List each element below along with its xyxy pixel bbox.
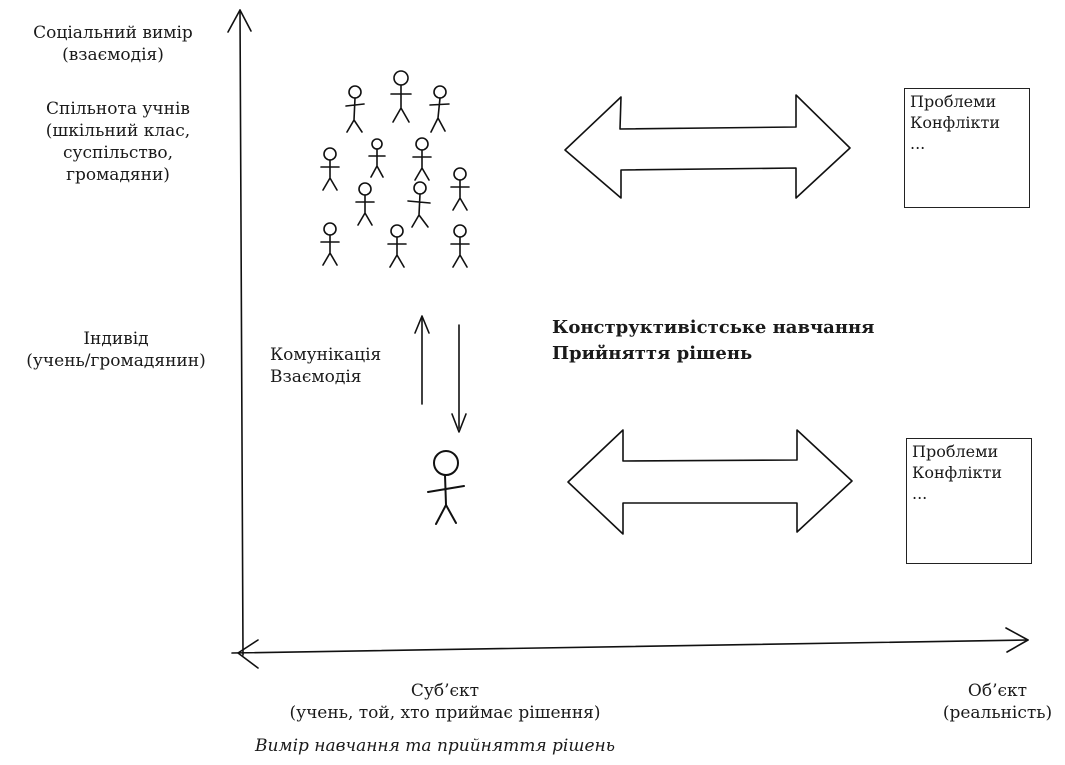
top-box-line1: Проблеми bbox=[910, 92, 997, 111]
subject-label-line2: (учень, той, хто приймає рішення) bbox=[289, 703, 601, 723]
community-label-line2: (шкільний клас, bbox=[45, 121, 191, 141]
up-arrow-head bbox=[414, 315, 430, 334]
top-box-line3: ... bbox=[910, 134, 926, 153]
figure-caption: Вимір навчання та прийняття рішень bbox=[255, 736, 615, 756]
communication-label-line1: Комунікація bbox=[270, 345, 382, 365]
communication-label-line2: Взаємодія bbox=[270, 367, 362, 387]
individual-figure-icon bbox=[427, 450, 465, 525]
communication-label: Комунікація Взаємодія bbox=[270, 344, 381, 388]
top-double-arrow bbox=[564, 94, 851, 199]
x-axis bbox=[231, 639, 1029, 654]
object-label-line1: Об’єкт bbox=[967, 681, 1028, 701]
y-axis bbox=[239, 9, 244, 656]
subject-label-line1: Суб’єкт bbox=[410, 681, 480, 701]
bottom-box-line2: Конфлікти bbox=[912, 463, 1002, 482]
bottom-box-line1: Проблеми bbox=[912, 442, 999, 461]
community-figures-icon bbox=[320, 70, 470, 268]
center-label-line1: Конструктивістське навчання bbox=[552, 317, 875, 338]
community-label-line3: суспільство, bbox=[62, 143, 173, 163]
community-label: Спільнота учнів (шкільний клас, суспільс… bbox=[18, 98, 218, 186]
bottom-double-arrow bbox=[567, 429, 853, 535]
individual-label-line2: (учень/громадянин) bbox=[26, 351, 206, 371]
y-axis-social-label: Соціальний вимір (взаємодія) bbox=[18, 22, 208, 66]
top-box-line2: Конфлікти bbox=[910, 113, 1000, 132]
x-axis-object-label: Об’єкт (реальність) bbox=[935, 680, 1060, 724]
individual-label-line1: Індивід bbox=[83, 329, 149, 349]
down-arrow-head bbox=[451, 413, 467, 433]
x-axis-arrowhead bbox=[1005, 627, 1029, 653]
x-axis-subject-label: Суб’єкт (учень, той, хто приймає рішення… bbox=[280, 680, 610, 724]
x-axis-left-arrowhead bbox=[237, 639, 259, 669]
y-axis-social-line1: Соціальний вимір bbox=[33, 23, 193, 43]
bottom-box-line3: ... bbox=[912, 484, 928, 503]
object-label-line2: (реальність) bbox=[942, 703, 1053, 723]
community-label-line4: громадяни) bbox=[66, 165, 170, 185]
community-label-line1: Спільнота учнів bbox=[46, 99, 190, 119]
individual-label: Індивід (учень/громадянин) bbox=[0, 328, 232, 372]
center-label-line2: Прийняття рішень bbox=[552, 343, 753, 364]
top-problems-box: Проблеми Конфлікти ... bbox=[904, 88, 1030, 208]
center-label: Конструктивістське навчання Прийняття рі… bbox=[552, 315, 874, 367]
y-axis-social-line2: (взаємодія) bbox=[62, 45, 164, 65]
bottom-problems-box: Проблеми Конфлікти ... bbox=[906, 438, 1032, 564]
y-axis-arrowhead bbox=[227, 9, 252, 33]
